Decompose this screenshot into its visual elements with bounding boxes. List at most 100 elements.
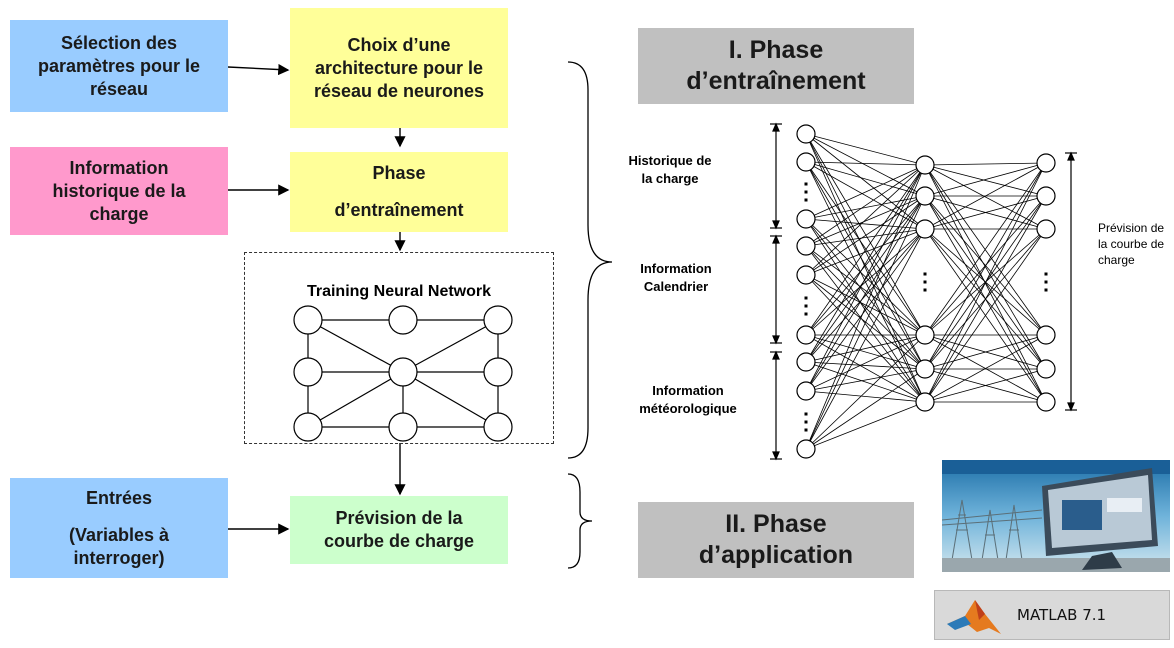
network-edge <box>924 164 1047 336</box>
phase2-line1: II. Phase <box>725 510 827 538</box>
network-edge <box>805 390 926 403</box>
network-node <box>1036 392 1056 412</box>
network-edge <box>805 164 926 392</box>
label-historique: Historique de la charge <box>628 153 712 186</box>
network-edge <box>805 161 926 336</box>
training-edge <box>402 371 499 428</box>
selection-box: Sélection des paramètres pour le réseau <box>10 20 228 112</box>
network-node <box>915 186 935 206</box>
entrees-line2: (Variables à interroger) <box>68 524 170 568</box>
training-node <box>293 412 323 442</box>
brace-phase2 <box>567 473 593 569</box>
bracket-calendrier <box>770 234 782 345</box>
bracket-arrow <box>1067 402 1075 412</box>
network-edge <box>924 368 1047 403</box>
ellipsis-dot <box>804 304 808 308</box>
bracket-arrow <box>772 335 780 345</box>
ellipsis-dot <box>923 272 927 276</box>
network-edge <box>805 133 926 370</box>
bracket-arrow <box>772 220 780 230</box>
ellipsis-dot <box>804 296 808 300</box>
training-node <box>483 305 513 335</box>
network-node <box>1036 219 1056 239</box>
phase1-line1: I. Phase <box>728 36 824 64</box>
network-edge <box>805 218 926 230</box>
network-node <box>796 381 816 401</box>
neural-network <box>770 122 1077 461</box>
training-node <box>293 357 323 387</box>
network-edge <box>924 164 1047 197</box>
software-screenshot-image <box>942 460 1170 572</box>
network-node <box>1036 359 1056 379</box>
network-node <box>796 265 816 285</box>
label-output: Prévision de la courbe de charge <box>1098 221 1165 267</box>
network-node <box>796 439 816 459</box>
network-edge <box>924 334 1047 403</box>
bracket-arrow <box>772 350 780 360</box>
network-edge <box>805 133 926 166</box>
network-edge <box>924 228 1047 403</box>
bracket-arrow <box>772 234 780 244</box>
ellipsis-dot <box>804 420 808 424</box>
choix-box: Choix d’une architecture pour le réseau … <box>290 8 508 128</box>
training-edge <box>307 371 404 428</box>
network-node <box>1036 325 1056 345</box>
ellipsis-dot <box>923 288 927 292</box>
network-node <box>796 236 816 256</box>
network-edge <box>805 133 926 403</box>
matlab-logo-icon <box>947 600 1001 634</box>
prevision-text: Prévision de la courbe de charge <box>323 508 475 551</box>
entrees-box: Entrées (Variables à interroger) <box>10 478 228 578</box>
training-edge <box>402 319 499 373</box>
network-edge <box>805 164 926 220</box>
training-title: Training Neural Network <box>306 283 492 300</box>
training-frame: Training Neural Network <box>244 252 554 444</box>
ellipsis-dot <box>804 428 808 432</box>
network-edge <box>805 334 926 370</box>
info-historique-text: Information historique de la charge <box>52 157 186 224</box>
network-node <box>1036 186 1056 206</box>
network-edge <box>924 162 1047 403</box>
phase-line2: d’entraînement <box>334 200 464 220</box>
training-node <box>293 305 323 335</box>
monitor-icon <box>1042 468 1158 570</box>
network-edge <box>805 164 926 450</box>
network-node <box>796 152 816 172</box>
network-node <box>796 124 816 144</box>
network-edge <box>805 368 926 450</box>
network-edge <box>805 245 926 403</box>
network-node <box>915 219 935 239</box>
network-edge <box>805 228 926 276</box>
network-edge <box>924 162 1047 197</box>
selection-text: Sélection des paramètres pour le réseau <box>37 32 201 99</box>
network-edge <box>805 133 926 197</box>
ellipsis-dot <box>804 182 808 186</box>
ellipsis-dot <box>804 198 808 202</box>
network-node <box>796 325 816 345</box>
network-edge <box>805 274 926 336</box>
bracket-arrow <box>772 122 780 132</box>
network-edge <box>924 195 1047 230</box>
ellipsis-dot <box>1044 288 1048 292</box>
ellipsis-dot <box>1044 272 1048 276</box>
network-edge <box>924 162 1047 166</box>
training-edge <box>307 319 404 373</box>
network-edge <box>805 334 926 450</box>
network-edge <box>805 334 926 392</box>
network-edge <box>924 162 1047 336</box>
network-node <box>1036 153 1056 173</box>
phase-entrainement-box: Phase d’entraînement <box>290 152 508 232</box>
network-edge <box>805 161 926 197</box>
network-edge <box>924 164 1047 403</box>
network-edge <box>805 228 926 450</box>
info-historique-box: Information historique de la charge <box>10 147 228 235</box>
bracket-arrow <box>1067 151 1075 161</box>
ellipsis-dot <box>804 412 808 416</box>
arrow-selection-to-choix <box>227 63 290 76</box>
training-network <box>293 305 513 442</box>
bracket-output <box>1065 151 1077 412</box>
choix-text: Choix d’une architecture pour le réseau … <box>313 34 485 101</box>
network-edge <box>924 164 1047 230</box>
network-edge <box>805 164 926 336</box>
